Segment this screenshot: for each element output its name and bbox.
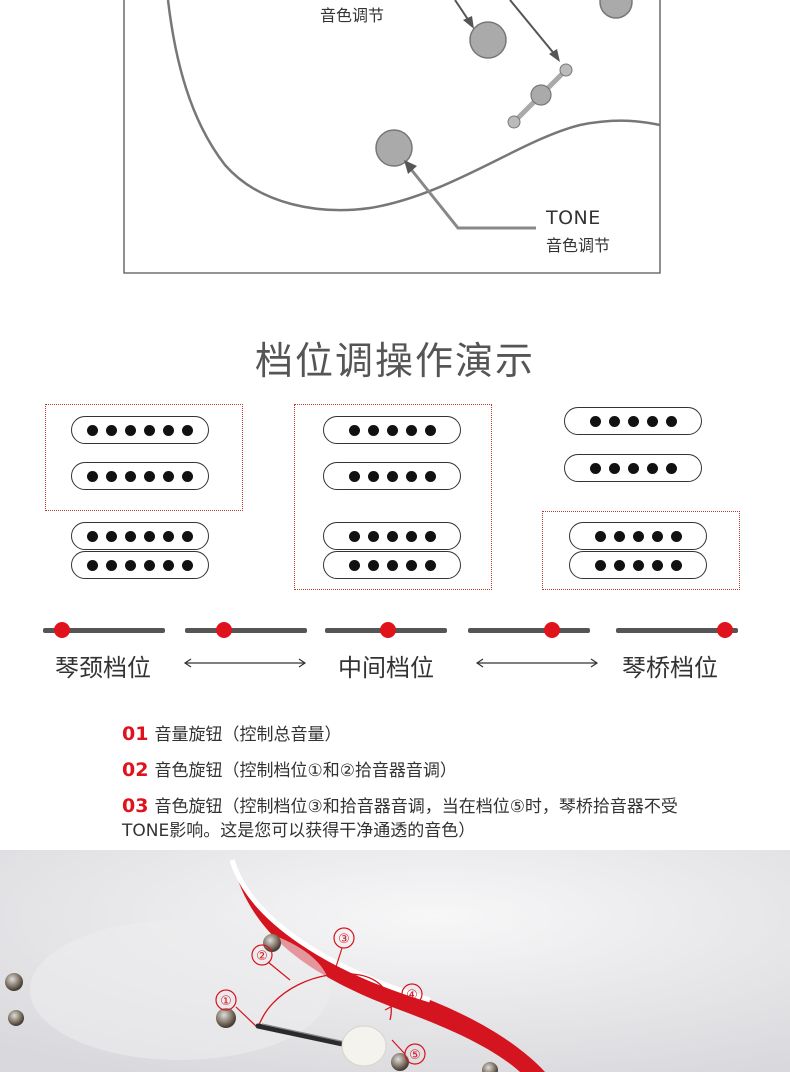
marker-2: ② xyxy=(256,949,268,964)
tone-knob xyxy=(375,129,413,167)
guitar-controls-diagram: 音色调节 TONE 音色调节 xyxy=(0,0,790,290)
bridge-selection-box xyxy=(542,511,740,590)
tone-adjust-label-top: 音色调节 xyxy=(320,6,385,25)
guitar-pickguard-image: ① ② ③ ④ ⑤ xyxy=(0,850,790,1072)
switch-indicator-dot xyxy=(54,622,70,638)
double-arrow-icon xyxy=(475,658,599,668)
middle-selection-box xyxy=(294,404,492,590)
marker-4: ④ xyxy=(406,988,418,1003)
guitar-switch-photo: ① ② ③ ④ ⑤ xyxy=(0,850,790,1072)
switch-position-1 xyxy=(43,622,165,638)
middle-position-label: 中间档位 xyxy=(338,654,434,682)
legend-text: 音色旋钮（控制档位①和②拾音器音调） xyxy=(154,761,457,781)
middle-pickup xyxy=(323,462,461,490)
bridge-position-label: 琴桥档位 xyxy=(622,654,718,682)
neck-pickup xyxy=(564,407,702,435)
middle-pickup xyxy=(71,462,209,490)
switch-lever-knob xyxy=(530,84,552,106)
marker-5: ⑤ xyxy=(409,1048,421,1063)
section-title: 档位调操作演示 xyxy=(254,339,535,383)
legend-number: 02 xyxy=(122,759,149,781)
legend-number: 01 xyxy=(122,723,149,745)
legend-number: 03 xyxy=(122,795,149,817)
bridge-pickup-lower xyxy=(569,551,707,579)
switch-indicator-dot xyxy=(717,622,733,638)
bridge-pickup-lower xyxy=(71,551,209,579)
switch-position-5 xyxy=(616,622,738,638)
neck-pickup xyxy=(71,416,209,444)
bridge-pickup-lower xyxy=(323,551,461,579)
tone-knob-top xyxy=(599,0,633,19)
switch-indicator-dot xyxy=(216,622,232,638)
marker-3: ③ xyxy=(338,932,350,947)
guitar-body-outline xyxy=(123,0,661,274)
bridge-pickup-upper xyxy=(71,522,209,550)
marker-1: ① xyxy=(220,994,232,1009)
neck-position-label: 琴颈档位 xyxy=(55,654,151,682)
volume-knob xyxy=(469,21,507,59)
tone-label: TONE xyxy=(546,207,601,229)
middle-pickup xyxy=(564,454,702,482)
tone-adjust-label: 音色调节 xyxy=(546,236,611,255)
switch-indicator-dot xyxy=(380,622,396,638)
switch-indicator-dot xyxy=(544,622,560,638)
legend-text: 音量旋钮（控制总音量） xyxy=(154,725,342,745)
bridge-pickup-upper xyxy=(569,522,707,550)
switch-position-4 xyxy=(468,622,590,638)
switch-position-3 xyxy=(325,622,447,638)
legend-text: 音色旋钮（控制档位③和拾音器音调，当在档位⑤时，琴桥拾音器不受 xyxy=(154,797,678,817)
switch-position-2 xyxy=(185,622,307,638)
double-arrow-icon xyxy=(183,658,307,668)
bridge-pickup-upper xyxy=(323,522,461,550)
neck-pickup xyxy=(323,416,461,444)
neck-selection-box xyxy=(45,404,243,511)
legend-text-continued: TONE影响。这是您可以获得干净通透的音色） xyxy=(122,821,476,841)
